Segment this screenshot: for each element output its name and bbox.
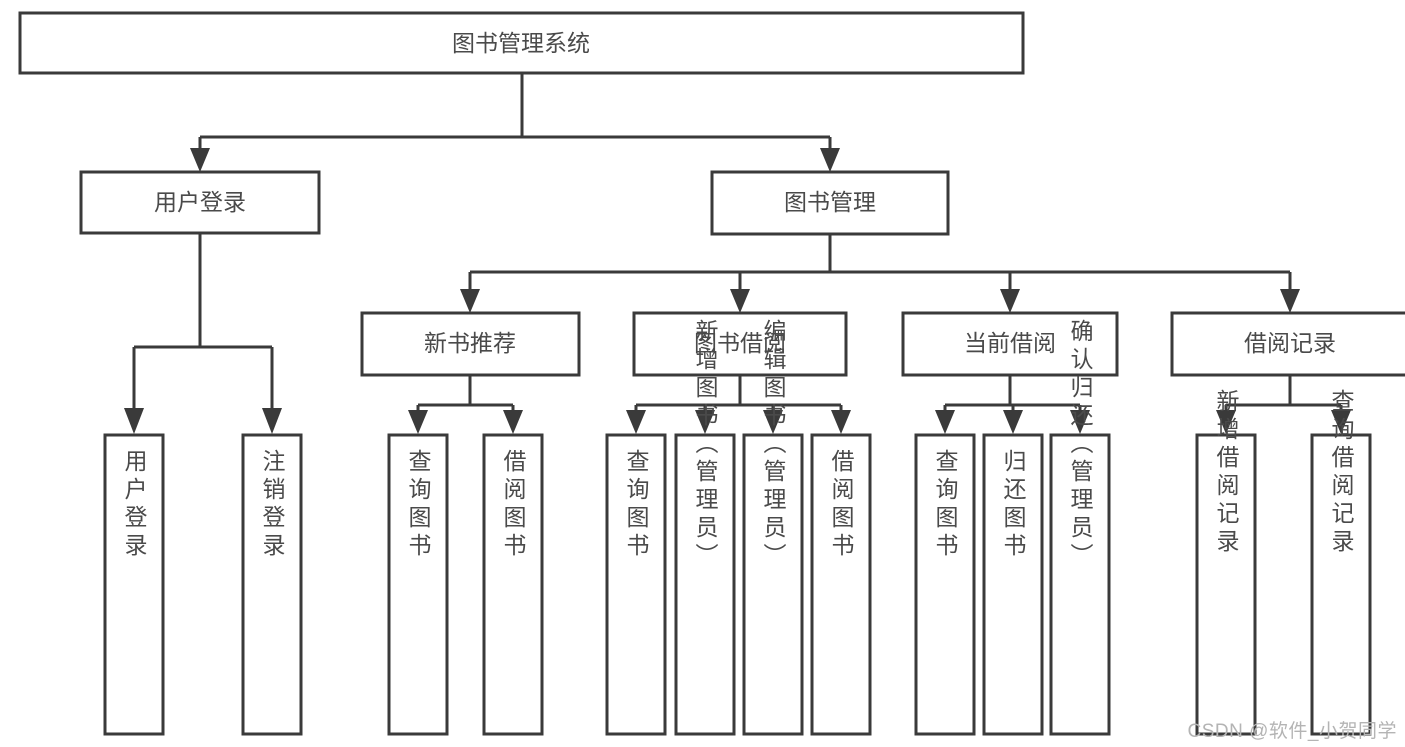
node-book-management[interactable]: 图书管理 [710,170,950,236]
node-book-borrow-label: 图书借阅 [694,330,786,356]
node-root-label: 图书管理系统 [452,30,590,56]
leaf-borrow-book-label: 借阅图书 [828,449,855,561]
leaf-record-add-label: 新增借阅记录 [1213,389,1240,557]
node-current-borrow-box[interactable] [901,311,1119,377]
node-new-book-recommend-label: 新书推荐 [424,330,516,356]
arrow-to-book-borrow-icon [730,289,750,313]
arrow-book-borrow-leaf-4-icon [831,410,851,434]
leaf-current-confirm-return-label: 确认归还（管理员） [1067,319,1094,571]
node-borrow-record-box[interactable] [1170,311,1405,377]
node-user-login-label: 用户登录 [154,189,246,215]
leaf-user-login[interactable]: 用户登录 [103,433,165,736]
leaf-borrow-book[interactable]: 借阅图书 [810,433,872,736]
node-root[interactable]: 图书管理系统 [18,11,1025,75]
arrow-root-to-book-mgmt-icon [820,148,840,172]
arrow-book-borrow-leaf-1-icon [626,410,646,434]
node-book-borrow[interactable]: 图书借阅 [632,311,848,377]
leaf-record-query-box[interactable] [1310,433,1372,736]
leaf-current-query-box[interactable] [914,433,976,736]
leaf-new-book-query-box[interactable] [387,433,449,736]
leaf-borrow-book-box[interactable] [810,433,872,736]
leaf-record-query[interactable]: 查询借阅记录 [1310,389,1372,736]
leaf-logout-label: 注销登录 [259,449,286,561]
connector-layer [124,74,1351,434]
arrow-borrow-record-leaf-2-icon [1331,410,1351,434]
leaf-current-confirm-return[interactable]: 确认归还（管理员） [1049,319,1111,736]
leaf-current-query[interactable]: 查询图书 [914,433,976,736]
arrow-current-borrow-leaf-2-icon [1003,410,1023,434]
leaf-new-book-borrow-box[interactable] [482,433,544,736]
leaf-new-book-query-label: 查询图书 [405,449,432,561]
arrow-to-leaf-user-login-icon [124,408,144,434]
leaf-borrow-edit-book[interactable]: 编辑图书（管理员） [742,319,804,736]
arrow-current-borrow-leaf-1-icon [935,410,955,434]
arrow-book-borrow-leaf-3-icon [763,410,783,434]
leaf-current-return-box[interactable] [982,433,1044,736]
leaf-borrow-add-book-box[interactable] [674,433,736,736]
arrow-new-book-leaf-2-icon [503,410,523,434]
leaf-current-return-label: 归还图书 [1000,449,1027,561]
node-current-borrow[interactable]: 当前借阅 [901,311,1119,377]
watermark-text: CSDN @软件_小贺同学 [1187,721,1397,742]
leaf-borrow-add-book-label: 新增图书（管理员） [692,319,719,571]
arrow-to-leaf-logout-icon [262,408,282,434]
leaf-user-login-box[interactable] [103,433,165,736]
leaf-record-query-label: 查询借阅记录 [1328,389,1355,557]
arrow-current-borrow-leaf-3-icon [1070,410,1090,434]
node-book-management-label: 图书管理 [784,189,876,215]
node-book-management-box[interactable] [710,170,950,236]
node-user-login[interactable]: 用户登录 [79,170,321,235]
leaf-logout-box[interactable] [241,433,303,736]
node-current-borrow-label: 当前借阅 [964,330,1056,356]
node-new-book-recommend-box[interactable] [360,311,581,377]
node-book-borrow-box[interactable] [632,311,848,377]
leaf-borrow-query[interactable]: 查询图书 [605,433,667,736]
node-new-book-recommend[interactable]: 新书推荐 [360,311,581,377]
leaf-current-return[interactable]: 归还图书 [982,433,1044,736]
leaf-borrow-edit-book-label: 编辑图书（管理员） [760,319,787,571]
leaf-record-add[interactable]: 新增借阅记录 [1195,389,1257,736]
node-borrow-record-label: 借阅记录 [1244,330,1336,356]
leaf-user-login-label: 用户登录 [121,449,148,561]
leaf-new-book-borrow[interactable]: 借阅图书 [482,433,544,736]
arrow-new-book-leaf-1-icon [408,410,428,434]
leaf-borrow-query-label: 查询图书 [623,449,650,561]
leaf-new-book-query[interactable]: 查询图书 [387,433,449,736]
leaf-new-book-borrow-label: 借阅图书 [500,449,527,561]
arrow-root-to-user-login-icon [190,148,210,172]
arrow-to-new-book-icon [460,289,480,313]
leaf-borrow-add-book[interactable]: 新增图书（管理员） [674,319,736,736]
node-root-box[interactable] [18,11,1025,75]
node-user-login-box[interactable] [79,170,321,235]
node-borrow-record[interactable]: 借阅记录 [1170,311,1405,377]
leaf-current-confirm-return-box[interactable] [1049,433,1111,736]
arrow-book-borrow-leaf-2-icon [695,410,715,434]
leaf-record-add-box[interactable] [1195,433,1257,736]
leaf-current-query-label: 查询图书 [932,449,959,561]
leaf-borrow-edit-book-box[interactable] [742,433,804,736]
leaf-borrow-query-box[interactable] [605,433,667,736]
leaf-logout[interactable]: 注销登录 [241,433,303,736]
arrow-to-current-borrow-icon [1000,289,1020,313]
arrow-to-borrow-record-icon [1280,289,1300,313]
arrow-borrow-record-leaf-1-icon [1216,410,1236,434]
